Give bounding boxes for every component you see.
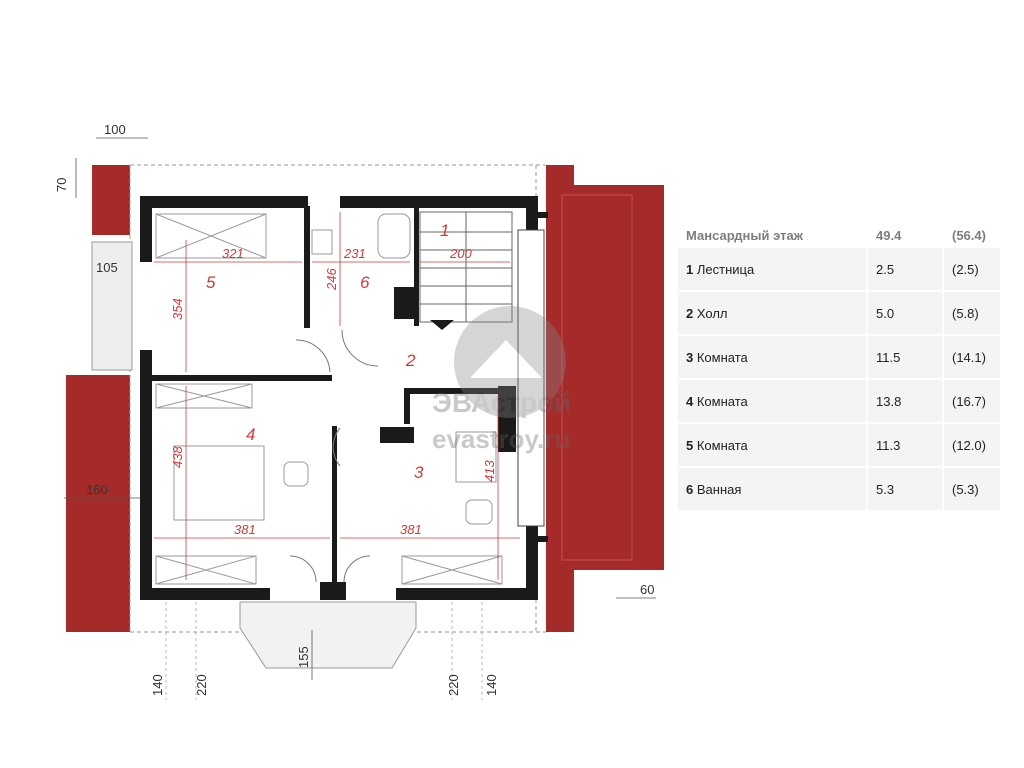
table-row: 6 Ванная 5.3 (5.3) xyxy=(678,468,1000,510)
room-name-cell: 5 Комната xyxy=(678,424,866,466)
room-area: 11.3 xyxy=(868,424,942,466)
room-name: Комната xyxy=(696,349,748,365)
skylight xyxy=(517,229,545,527)
table-row: 4 Комната 13.8 (16.7) xyxy=(678,380,1000,422)
dim-140-left: 140 xyxy=(150,674,165,696)
room-no: 4 xyxy=(686,393,694,409)
room-number-1: 1 xyxy=(440,221,449,240)
room-dim-354: 354 xyxy=(170,298,185,320)
room-number-3: 3 xyxy=(414,463,424,482)
watermark-logo-icon xyxy=(454,306,566,418)
watermark-house-icon xyxy=(470,340,542,378)
room-dim-200: 200 xyxy=(449,246,472,261)
stairs xyxy=(419,211,513,323)
room-dim-413: 413 xyxy=(482,460,497,482)
dim-60: 60 xyxy=(640,582,654,597)
watermark-site: evastroy.ru xyxy=(432,424,570,454)
room-name-cell: 4 Комната xyxy=(678,380,866,422)
balcony-left xyxy=(91,241,133,371)
room-area: 5.0 xyxy=(868,292,942,334)
dim-70: 70 xyxy=(54,178,69,192)
roof-right-detail xyxy=(561,194,633,561)
room-no: 3 xyxy=(686,349,694,365)
room-dim-438: 438 xyxy=(170,446,185,468)
bottom-dim-ticks xyxy=(165,602,483,700)
room-name: Холл xyxy=(696,305,728,321)
room-dim-381-right: 381 xyxy=(400,522,422,537)
room-area-total: (16.7) xyxy=(944,380,1000,422)
floor-name: Мансардный этаж xyxy=(686,227,803,243)
room-area-table: Мансардный этаж 49.4 (56.4) 1 Лестница 2… xyxy=(676,222,1002,512)
outer-dim-lines xyxy=(64,137,656,680)
table-row: 1 Лестница 2.5 (2.5) xyxy=(678,248,1000,290)
room-name: Лестница xyxy=(696,261,755,277)
room-area: 5.3 xyxy=(868,468,942,510)
floor-plan: 100 70 105 160 60 155 140 220 220 140 32… xyxy=(54,122,664,700)
room-area: 11.5 xyxy=(868,336,942,378)
room-number-6: 6 xyxy=(360,273,370,292)
room-number-4: 4 xyxy=(246,425,255,444)
room-no: 2 xyxy=(686,305,694,321)
room-area-total: (12.0) xyxy=(944,424,1000,466)
table-row: 3 Комната 11.5 (14.1) xyxy=(678,336,1000,378)
dim-140-right: 140 xyxy=(484,674,499,696)
stairs-arrow-icon xyxy=(430,320,454,330)
door-swings xyxy=(289,329,379,583)
room-dim-321: 321 xyxy=(222,246,244,261)
room-dim-381-left: 381 xyxy=(234,522,256,537)
dim-220-right: 220 xyxy=(446,674,461,696)
room-dim-246: 246 xyxy=(324,268,339,291)
watermark: ЭВАстрой evastroy.ru xyxy=(432,306,571,454)
room-name: Комната xyxy=(696,393,748,409)
room-dim-lines xyxy=(154,212,520,580)
dim-105: 105 xyxy=(96,260,118,275)
room-no: 5 xyxy=(686,437,694,453)
room-area-total: (2.5) xyxy=(944,248,1000,290)
room-area-total: (14.1) xyxy=(944,336,1000,378)
room-name-cell: 6 Ванная xyxy=(678,468,866,510)
room-dim-231: 231 xyxy=(343,246,366,261)
room-number-2: 2 xyxy=(405,351,416,370)
room-name: Ванная xyxy=(696,481,742,497)
roof-right xyxy=(546,185,664,570)
roof-right-bottom xyxy=(546,568,574,632)
watermark-brand: ЭВАстрой xyxy=(432,387,571,418)
table-row: 2 Холл 5.0 (5.8) xyxy=(678,292,1000,334)
room-name: Комната xyxy=(696,437,748,453)
room-name-cell: 1 Лестница xyxy=(678,248,866,290)
roof-left-upper xyxy=(92,165,130,235)
room-no: 6 xyxy=(686,481,694,497)
floor-area-total: (56.4) xyxy=(952,227,986,243)
room-area: 2.5 xyxy=(868,248,942,290)
dim-220-left: 220 xyxy=(194,674,209,696)
dim-155: 155 xyxy=(296,646,311,668)
roof-right-top xyxy=(546,165,574,187)
inner-walls xyxy=(152,206,548,600)
floor-area: 49.4 xyxy=(876,227,902,243)
table-row: 5 Комната 11.3 (12.0) xyxy=(678,424,1000,466)
room-area-total: (5.8) xyxy=(944,292,1000,334)
dim-160: 160 xyxy=(86,482,108,497)
room-number-5: 5 xyxy=(206,273,216,292)
room-area: 13.8 xyxy=(868,380,942,422)
bay-window xyxy=(239,601,417,669)
room-no: 1 xyxy=(686,261,694,277)
room-name-cell: 3 Комната xyxy=(678,336,866,378)
room-area-total: (5.3) xyxy=(944,468,1000,510)
roof-left-lower xyxy=(66,375,130,632)
floor-summary-row: Мансардный этаж 49.4 (56.4) xyxy=(678,224,1000,246)
furniture xyxy=(155,213,503,585)
room-name-cell: 2 Холл xyxy=(678,292,866,334)
dim-100: 100 xyxy=(104,122,126,137)
